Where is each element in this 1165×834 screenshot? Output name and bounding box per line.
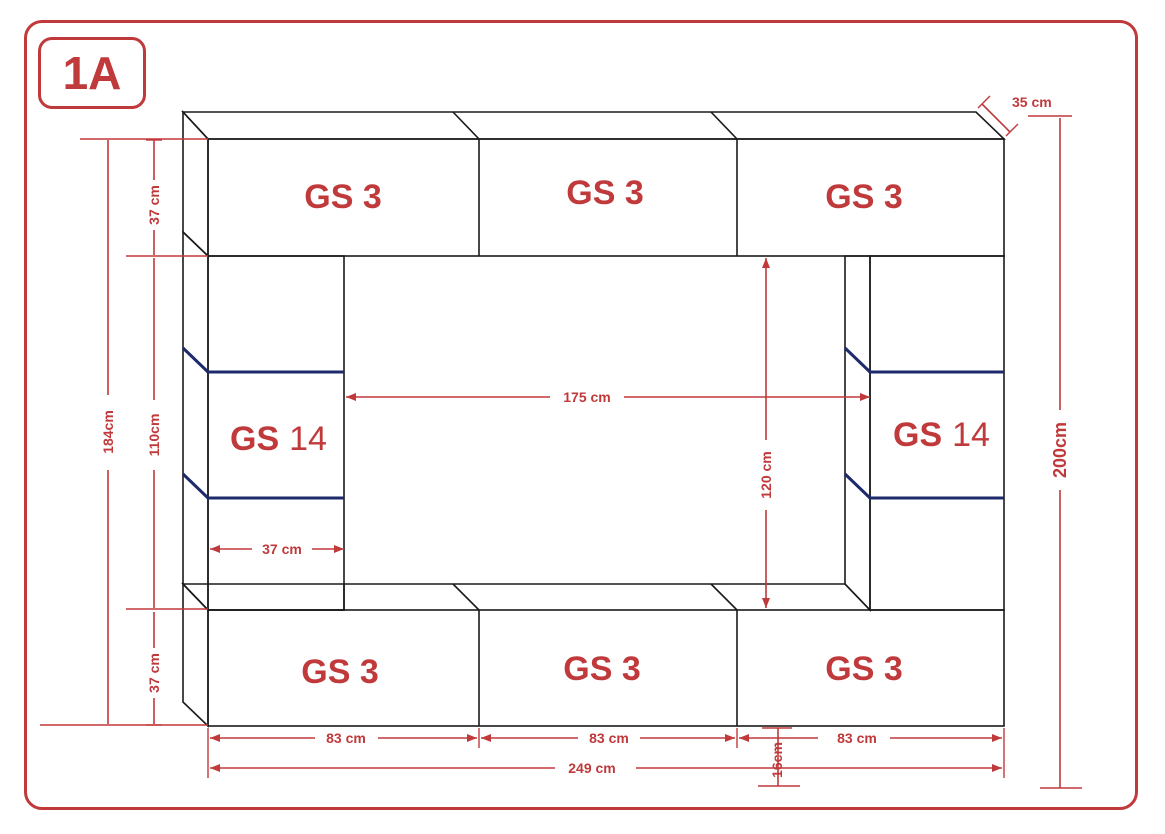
dim-total-width: 249 cm	[210, 760, 1002, 776]
dim-module-width-left-label: 83 cm	[326, 730, 366, 746]
dim-opening-width-label: 175 cm	[563, 389, 610, 405]
dim-top-row-height: 37 cm	[126, 139, 208, 257]
bottom-row-top-right	[844, 583, 871, 611]
dim-bottom-row-label: 37 cm	[146, 653, 162, 693]
left-tower-number: 14	[289, 420, 327, 458]
dim-tower-width-label: 37 cm	[262, 541, 302, 557]
top-row-front	[207, 138, 1005, 257]
outer-frame	[24, 20, 1138, 810]
bottom-row-top-divider-2	[710, 583, 738, 611]
top-row-top-divider-2	[710, 111, 738, 140]
bottom-row	[181, 582, 1005, 728]
left-led-strip-top-side	[181, 346, 210, 374]
dim-module-width-right-label: 83 cm	[837, 730, 877, 746]
bottom-row-top-divider-1	[452, 583, 480, 611]
module-label-top-left: GS 3	[304, 178, 381, 216]
dim-total-width-label: 249 cm	[568, 760, 615, 776]
top-row-side-face	[182, 109, 209, 258]
module-label-left-tower: GS 14	[230, 420, 327, 458]
top-row-top-face	[181, 111, 1006, 140]
module-label-bottom-right: GS 3	[825, 650, 902, 688]
bottom-row-side-face	[182, 582, 209, 728]
module-label-top-right: GS 3	[825, 178, 902, 216]
bottom-row-front	[207, 609, 1005, 727]
module-label-bottom-left: GS 3	[301, 653, 378, 691]
config-badge: 1A	[38, 37, 146, 109]
dim-left-height-label: 184cm	[100, 410, 116, 454]
left-tower-prefix: GS	[230, 420, 279, 458]
right-tower-prefix: GS	[893, 416, 942, 454]
left-tower-side	[182, 230, 209, 612]
dim-tower-width: 37 cm	[210, 541, 344, 557]
right-led-strip-top-side	[843, 346, 872, 374]
dim-opening-height: 120 cm	[758, 258, 774, 608]
dim-total-height: 200cm	[1028, 115, 1082, 789]
right-led-strip-bottom-side	[843, 472, 872, 500]
dim-depth-label: 35 cm	[1012, 94, 1052, 110]
dim-leg-height-label: 16cm	[769, 742, 785, 778]
dim-middle-height: 110cm	[126, 258, 208, 610]
dim-left-height: 184cm	[40, 138, 208, 726]
module-label-right-tower: GS 14	[893, 416, 990, 454]
dim-total-height-label: 200cm	[1050, 422, 1070, 478]
top-row	[181, 109, 1006, 258]
dim-depth: 35 cm	[977, 94, 1052, 137]
bottom-row-top-left	[181, 583, 345, 611]
dim-bottom-row-height: 37 cm	[146, 612, 162, 726]
right-tower-side	[844, 255, 871, 612]
dim-module-width-center-label: 83 cm	[589, 730, 629, 746]
dim-opening-width: 175 cm	[346, 389, 870, 405]
dim-opening-height-label: 120 cm	[758, 451, 774, 498]
dim-module-widths: 83 cm 83 cm 83 cm	[207, 728, 1005, 778]
dim-middle-height-label: 110cm	[146, 414, 162, 457]
module-label-bottom-center: GS 3	[563, 650, 640, 688]
left-led-strip-bottom-side	[181, 472, 210, 500]
dim-top-row-label: 37 cm	[146, 185, 162, 225]
dim-leg-height: 16cm	[758, 727, 800, 787]
right-tower-number: 14	[952, 416, 990, 454]
top-row-top-divider-1	[452, 111, 480, 140]
module-label-top-center: GS 3	[566, 174, 643, 212]
